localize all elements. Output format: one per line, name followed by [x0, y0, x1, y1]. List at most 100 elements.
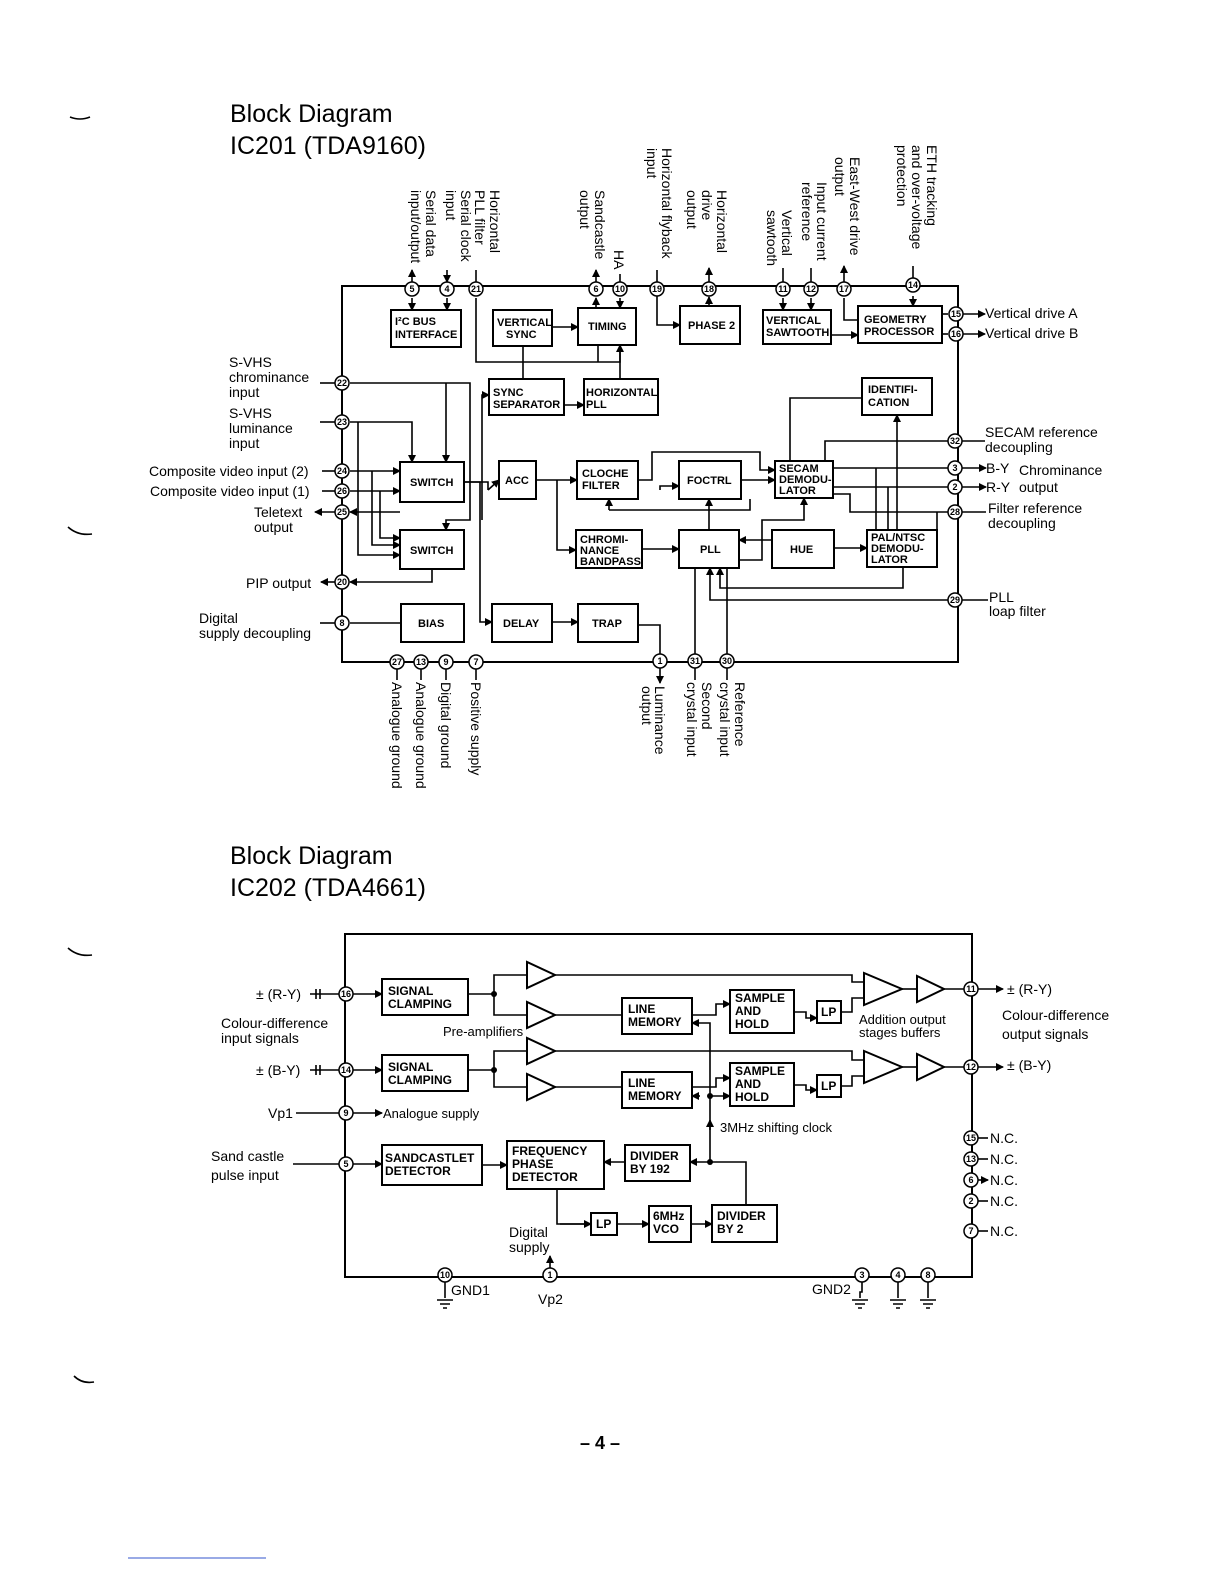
svg-text:AND: AND [735, 1004, 761, 1018]
label-analogue-ground-13: Analogue ground [413, 682, 429, 789]
pin2-3: 3 [854, 1267, 870, 1283]
svg-text:CLAMPING: CLAMPING [388, 1073, 452, 1087]
block-sample-and-hold-2: SAMPLE AND HOLD [729, 1062, 795, 1107]
label-output: output [1019, 479, 1058, 495]
svg-text:3: 3 [952, 463, 957, 473]
svg-text:14: 14 [341, 1065, 351, 1075]
label-svhs-chrominance-3: input [229, 384, 259, 400]
pin2-1: 1 [542, 1267, 558, 1283]
svg-text:CLOCHE: CLOCHE [582, 468, 628, 480]
pin2-7: 7 [963, 1223, 979, 1239]
svg-text:HOLD: HOLD [735, 1017, 769, 1031]
svg-text:SAMPLE: SAMPLE [735, 1064, 785, 1078]
diagram1-title-line2: IC201 (TDA9160) [230, 132, 426, 160]
block-vertical-sync: VERTICAL SYNC [492, 309, 553, 347]
block-trap: TRAP [577, 603, 639, 643]
label-pll-1: PLL [989, 589, 1014, 605]
pin-7: 7 [468, 654, 484, 670]
pin-32: 32 [947, 433, 963, 449]
svg-text:9: 9 [343, 1108, 348, 1118]
svg-text:20: 20 [337, 577, 347, 587]
svg-text:ACC: ACC [505, 475, 529, 487]
svg-text:TRAP: TRAP [592, 618, 622, 630]
block-lp-3: LP [590, 1212, 618, 1236]
svg-text:BANDPASS: BANDPASS [580, 556, 641, 568]
svg-text:PHASE: PHASE [512, 1157, 553, 1171]
svg-text:FILTER: FILTER [582, 480, 620, 492]
svg-text:SYNC: SYNC [493, 387, 524, 399]
svg-text:27: 27 [392, 657, 402, 667]
svg-text:SEPARATOR: SEPARATOR [493, 399, 560, 411]
label-sandcastle-2: output [577, 190, 593, 229]
svg-text:PLL: PLL [586, 399, 607, 411]
svg-text:21: 21 [471, 284, 481, 294]
svg-text:16: 16 [951, 329, 961, 339]
label-vp1: Vp1 [268, 1105, 293, 1121]
label-sandcastle-1: Sandcastle [592, 190, 608, 259]
svg-text:1: 1 [547, 1270, 552, 1280]
svg-text:DIVIDER: DIVIDER [717, 1209, 766, 1223]
svg-text:DETECTOR: DETECTOR [385, 1164, 451, 1178]
svg-text:HOLD: HOLD [735, 1090, 769, 1104]
label-svhs-chrominance-1: S-VHS [229, 354, 272, 370]
pin-24: 24 [334, 463, 350, 479]
label-pre-amplifiers: Pre-amplifiers [443, 1024, 524, 1039]
svg-text:I²C BUS: I²C BUS [395, 316, 436, 328]
label-pll-2: loap filter [989, 603, 1046, 619]
pin-12: 12 [803, 281, 819, 297]
svg-text:SWITCH: SWITCH [410, 545, 453, 557]
label-second-crystal-1: Second [699, 682, 715, 729]
label-teletext-2: output [254, 519, 293, 535]
svg-text:4: 4 [444, 284, 449, 294]
label-secam-reference-2: decoupling [985, 439, 1053, 455]
svg-text:SIGNAL: SIGNAL [388, 1060, 433, 1074]
block-acc: ACC [498, 460, 537, 500]
block-6mhz-vco: 6MHz VCO [648, 1205, 692, 1243]
label-nc-13: N.C. [990, 1151, 1018, 1167]
label-vertical-drive-a: Vertical drive A [985, 305, 1078, 321]
svg-text:32: 32 [950, 436, 960, 446]
svg-text:6: 6 [968, 1175, 973, 1185]
block-secam-demodulator: SECAM DEMODU- LATOR [774, 460, 834, 499]
pin-16: 16 [948, 326, 964, 342]
pin-26: 26 [334, 483, 350, 499]
svg-text:SECAM: SECAM [779, 463, 819, 475]
pin2-11: 11 [963, 981, 979, 997]
pin2-6: 6 [963, 1172, 979, 1188]
label-ha: HA [611, 250, 627, 270]
svg-text:LATOR: LATOR [871, 554, 908, 566]
svg-text:NANCE: NANCE [580, 545, 619, 557]
pin2-13: 13 [963, 1151, 979, 1167]
pin-30: 30 [719, 653, 735, 669]
svg-text:15: 15 [966, 1133, 976, 1143]
label-eth-tracking-2: and over-voltage [909, 145, 925, 250]
block-divider-by-2: DIVIDER BY 2 [711, 1204, 778, 1243]
ground-symbol [920, 1299, 936, 1309]
diagram2-title-line1: Block Diagram [230, 842, 393, 870]
svg-text:9: 9 [443, 657, 448, 667]
pin-27: 27 [389, 654, 405, 670]
margin-mark [67, 947, 93, 957]
svg-text:MEMORY: MEMORY [628, 1015, 682, 1029]
top-labels: Serial data input/output Serial clock in… [408, 145, 940, 270]
svg-text:26: 26 [337, 486, 347, 496]
label-eth-tracking-1: ETH tracking [924, 145, 940, 226]
label-luminance-output-1: Luminance [652, 686, 668, 755]
label-analogue-supply: Analogue supply [383, 1106, 480, 1121]
svg-text:29: 29 [950, 595, 960, 605]
label-colour-difference-input-1: Colour-difference [221, 1015, 328, 1031]
label-gnd2: GND2 [812, 1281, 851, 1297]
svg-text:10: 10 [615, 284, 625, 294]
pin-14: 14 [905, 277, 921, 293]
pin-5: 5 [404, 281, 420, 297]
svg-text:SYNC: SYNC [506, 329, 537, 341]
label-reference-crystal-2: crystal input [717, 682, 733, 757]
label-chrominance: Chrominance [1019, 462, 1102, 478]
label-serial-clock-1: Serial clock [458, 190, 474, 263]
svg-text:MEMORY: MEMORY [628, 1089, 682, 1103]
label-digital-supply-1: Digital [199, 610, 238, 626]
margin-mark [67, 526, 93, 536]
svg-text:BIAS: BIAS [418, 618, 444, 630]
block-chrominance-bandpass: CHROMI- NANCE BANDPASS [575, 529, 643, 569]
pin-28: 28 [947, 504, 963, 520]
